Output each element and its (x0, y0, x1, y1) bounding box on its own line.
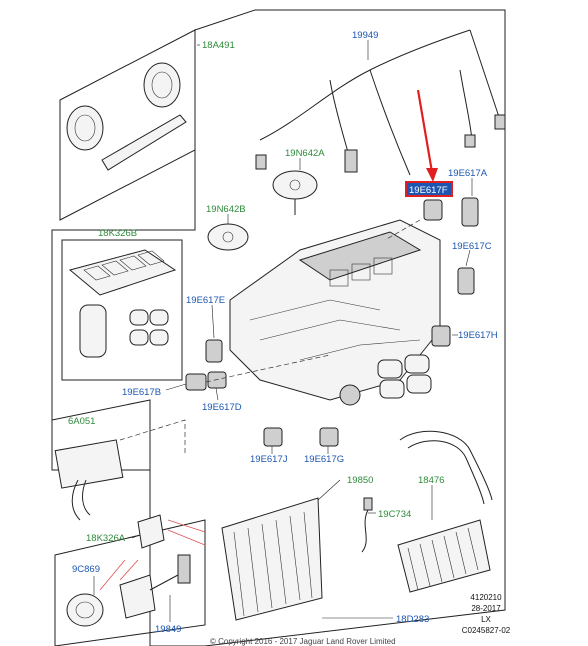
heater-core-panel (51, 399, 151, 471)
label-18k326b[interactable]: 18K326B (98, 228, 137, 239)
stamp-line-1: 4120210 (470, 593, 502, 602)
label-19e617j[interactable]: 19E617J (250, 454, 288, 465)
gasket-19n642a (272, 170, 318, 215)
actuator-19e617e (205, 339, 223, 363)
motor-assembly (339, 384, 361, 406)
label-19e617a[interactable]: 19E617A (448, 168, 488, 179)
highlight-arrow (416, 89, 438, 182)
cabin-filter-seal (68, 249, 177, 296)
actuator-19e617j (263, 427, 283, 447)
label-19849[interactable]: 19849 (155, 624, 181, 635)
gasket-19n642b (207, 223, 249, 251)
evaporator-18d283 (221, 497, 323, 621)
label-9c869[interactable]: 9C869 (72, 564, 100, 575)
duct-seals (129, 309, 169, 346)
label-19c734[interactable]: 19C734 (378, 509, 411, 520)
label-19n642a[interactable]: 19N642A (285, 148, 325, 159)
label-19e617h[interactable]: 19E617H (458, 330, 498, 341)
label-19n642b[interactable]: 19N642B (206, 204, 246, 215)
label-18k326a[interactable]: 18K326A (86, 533, 126, 544)
seal-strip (101, 114, 187, 171)
label-18476[interactable]: 18476 (418, 475, 444, 486)
label-18a491[interactable]: 18A491 (202, 40, 235, 51)
wiring-harness (255, 29, 506, 176)
actuator-19e617c (457, 267, 475, 295)
valve-9c869 (66, 593, 104, 627)
filter-panel (61, 239, 183, 381)
label-19e617c[interactable]: 19E617C (452, 241, 492, 252)
dashed-guides (119, 219, 421, 455)
gasket-18k326a (137, 514, 165, 549)
label-19e617b[interactable]: 19E617B (122, 387, 161, 398)
label-19949[interactable]: 19949 (352, 30, 378, 41)
actuator-19e617f (423, 199, 443, 221)
label-19e617d[interactable]: 19E617D (202, 402, 242, 413)
seal-kit-panel (59, 29, 196, 221)
highlight-box (405, 181, 453, 197)
heater-core-18476 (397, 430, 493, 593)
label-19850[interactable]: 19850 (347, 475, 373, 486)
valve-19849 (119, 554, 191, 619)
stamp-line-4: C0245827-02 (462, 626, 511, 635)
sensor-19c734 (361, 497, 373, 553)
red-connector-lines (99, 519, 206, 591)
label-19e617f[interactable]: 19E617F (409, 185, 448, 196)
actuator-19e617a (461, 197, 479, 227)
heater-core-6a051 (54, 439, 124, 521)
actuator-19e617h (431, 325, 451, 347)
label-6a051[interactable]: 6A051 (68, 416, 95, 427)
label-19e617e[interactable]: 19E617E (186, 295, 225, 306)
seal-ring-left (66, 105, 104, 151)
stamp-line-3: LX (481, 615, 491, 624)
actuator-19e617b (185, 373, 207, 391)
leader-lines (93, 40, 473, 622)
hvac-housing (229, 219, 441, 401)
filter-gasket (79, 304, 107, 358)
label-19e617g[interactable]: 19E617G (304, 454, 344, 465)
actuator-19e617d (207, 371, 227, 389)
actuator-19e617g (319, 427, 339, 447)
seal-ring-right (143, 62, 181, 108)
label-18d283[interactable]: 18D283 (396, 614, 429, 625)
stamp-line-2: 28-2017 (471, 604, 501, 613)
copyright-text: © Copyright 2016 - 2017 Jaguar Land Rove… (210, 637, 396, 646)
